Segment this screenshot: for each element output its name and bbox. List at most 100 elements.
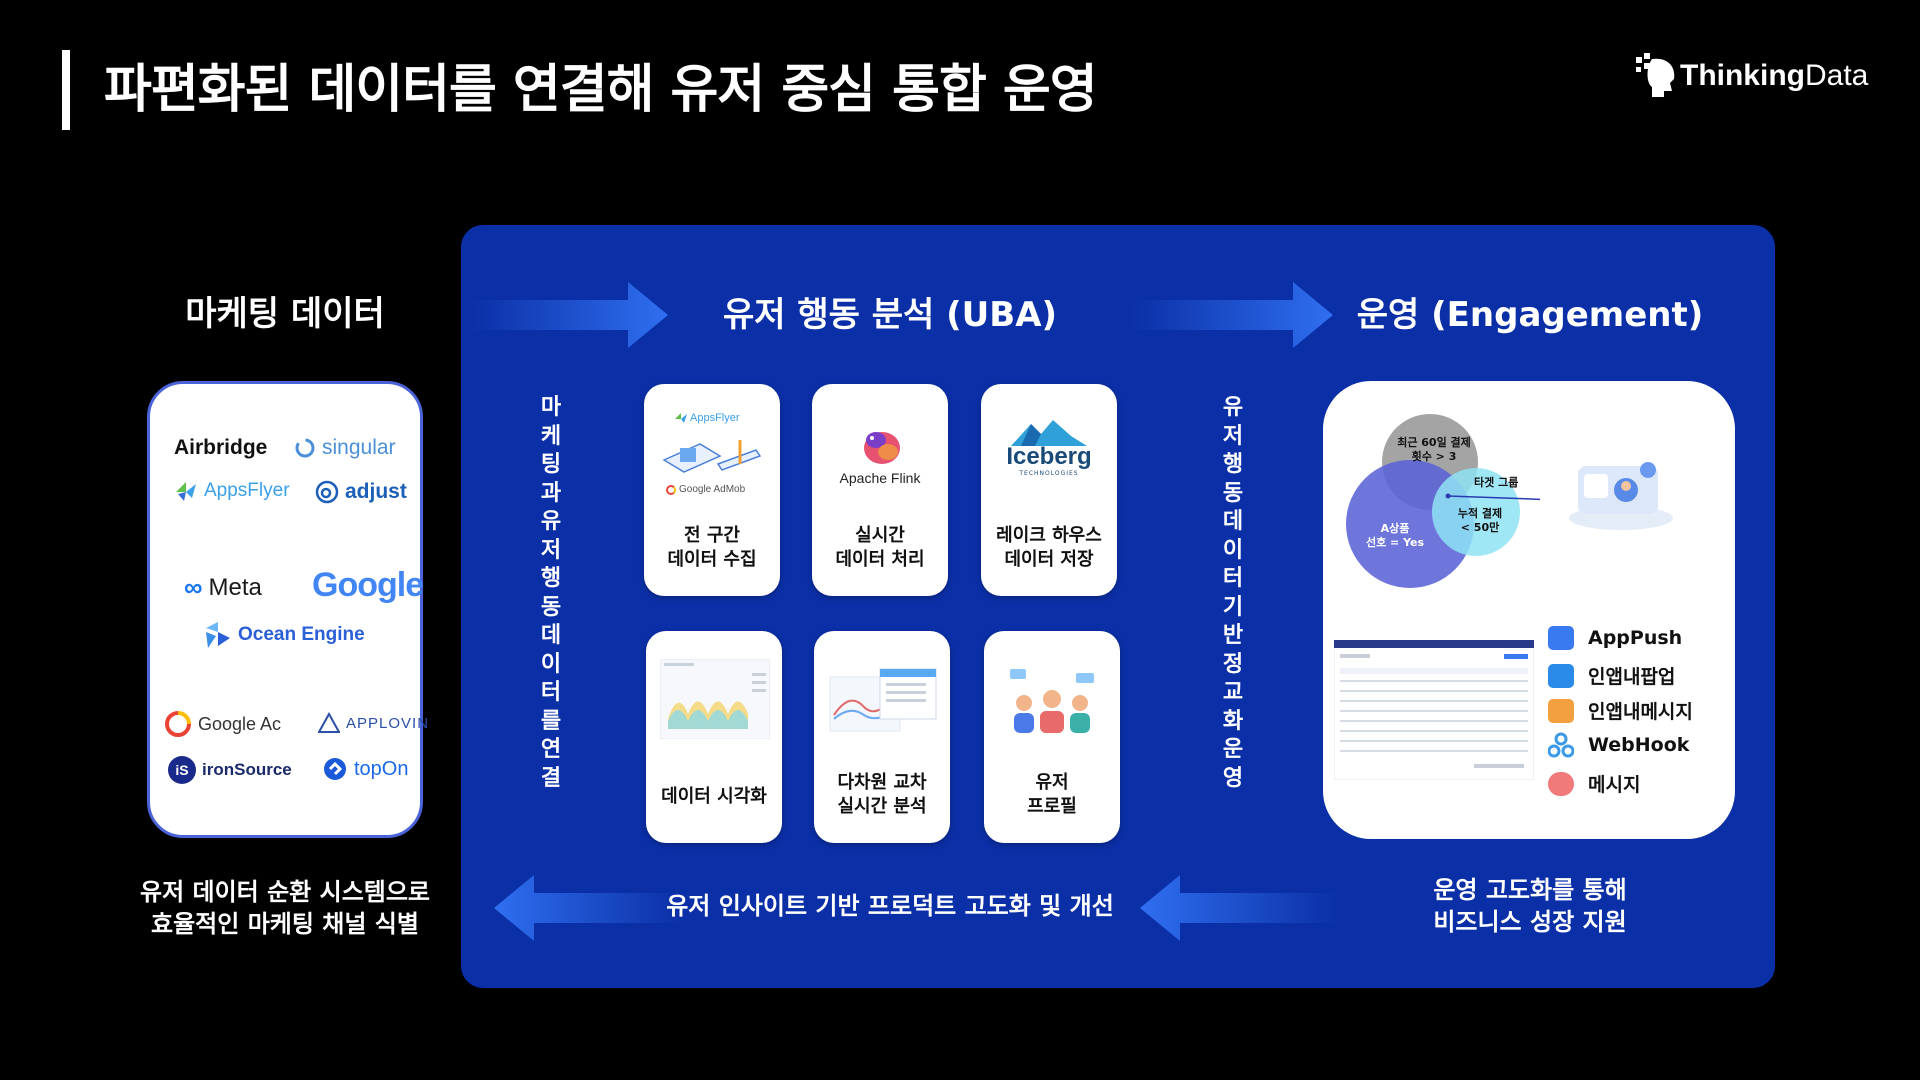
logo-google: Google <box>312 566 424 605</box>
venn-label-c: 누적 결제< 50만 <box>1457 507 1503 534</box>
logo-singular: singular <box>294 436 396 460</box>
logo-topon: topOn <box>322 756 408 782</box>
channel-label: 인앱내팝업 <box>1588 666 1676 688</box>
arrow-right-icon-2 <box>1130 282 1333 348</box>
tile-iceberg-sub: TECHNOLOGIES <box>1019 470 1079 477</box>
arrow-left-icon-1 <box>494 875 682 941</box>
arrow-right-icon-1 <box>470 282 668 348</box>
adjust-icon <box>315 480 339 504</box>
engagement-bottom-line-1: 운영 고도화를 통해 <box>1433 876 1627 904</box>
meta-infinity-icon: ∞ <box>184 572 203 602</box>
chat-bubble-icon <box>1548 771 1574 796</box>
admob-icon <box>666 484 676 495</box>
google-ads-icon <box>165 711 191 737</box>
engagement-bottom-text: 운영 고도화를 통해 비즈니스 성장 지원 <box>1380 874 1680 938</box>
data-collection-illustration <box>662 440 762 473</box>
page-title: 파편화된 데이터를 연결해 유저 중심 통합 운영 <box>104 60 1098 120</box>
singular-icon <box>295 438 315 458</box>
channel-inapp-popup: 인앱내팝업 <box>1548 662 1675 689</box>
logo-ocean-engine: Ocean Engine <box>202 620 365 650</box>
brand-bold: Thinking <box>1680 59 1805 92</box>
marketing-title: 마케팅 데이터 <box>185 294 385 334</box>
uba-bottom-text: 유저 인사이트 기반 프로덕트 고도화 및 개선 <box>666 892 1114 920</box>
marketing-bottom-line-1: 유저 데이터 순환 시스템으로 <box>139 878 431 906</box>
tile-flink-text: Apache Flink <box>839 470 921 486</box>
logo-adjust-text: adjust <box>345 480 407 503</box>
venn-target-label: 타겟 그룹 <box>1474 476 1519 489</box>
analysis-panel-illustration <box>829 668 937 732</box>
engagement-bottom-line-2: 비즈니스 성장 지원 <box>1433 908 1627 936</box>
arrow-left-icon-2 <box>1140 875 1338 941</box>
logo-applovin: APPLOVIN <box>318 712 429 734</box>
appsflyer-small-icon <box>675 413 687 423</box>
topon-icon <box>324 758 346 780</box>
app-push-icon <box>1548 626 1574 650</box>
tile-appsflyer-logo: AppsFlyer <box>674 412 740 424</box>
tile-admob-logo: Google AdMob <box>666 484 745 495</box>
channel-label: WebHook <box>1588 734 1690 756</box>
tile-iceberg-text: Iceberg <box>1006 443 1092 470</box>
venn-diagram <box>1346 414 1540 588</box>
ironsource-icon: iS <box>168 756 196 784</box>
channel-message: 메시지 <box>1548 770 1640 797</box>
uba-title: 유저 행동 분석 (UBA) <box>722 295 1058 335</box>
logo-google-ads-text: Google Ac <box>198 713 282 734</box>
dashboard-chart-illustration <box>660 659 770 739</box>
logo-adjust: adjust <box>315 480 407 504</box>
logo-applovin-text: APPLOVIN <box>346 714 430 732</box>
logo-appsflyer-text: AppsFlyer <box>204 480 290 501</box>
channel-apppush: AppPush <box>1548 626 1682 650</box>
logo-ironsource: iS ironSource <box>168 756 292 784</box>
channel-webhook: WebHook <box>1548 732 1689 758</box>
logo-topon-text: topOn <box>354 757 409 780</box>
appsflyer-icon <box>176 482 196 501</box>
channel-label: AppPush <box>1588 627 1683 649</box>
tile-visualization: 데이터 시각화 <box>646 631 782 843</box>
logo-meta: ∞ Meta <box>184 572 262 603</box>
user-table-screenshot <box>1334 640 1534 780</box>
channel-inapp-message: 인앱내메시지 <box>1548 697 1693 724</box>
logo-ironsource-text: ironSource <box>202 760 292 779</box>
flink-squirrel-icon <box>864 432 900 464</box>
logo-airbridge: Airbridge <box>174 436 268 459</box>
target-users-illustration <box>1569 462 1673 530</box>
logo-singular-text: singular <box>322 436 396 459</box>
mail-envelope-icon <box>1548 698 1574 723</box>
marketing-bottom-line-2: 효율적인 마케팅 채널 식별 <box>151 910 419 938</box>
popup-window-icon <box>1548 663 1574 688</box>
engagement-title: 운영 (Engagement) <box>1356 295 1704 335</box>
channel-label: 메시지 <box>1588 774 1641 796</box>
iceberg-icon <box>1011 420 1087 446</box>
ocean-engine-icon <box>206 622 230 648</box>
tile-admob-text: Google AdMob <box>679 484 746 495</box>
brand-light: Data <box>1804 59 1869 92</box>
marketing-logos-card: Airbridge singular AppsFlyer adjust ∞ Me… <box>147 381 428 838</box>
logo-google-ads: Google Ac <box>164 710 281 738</box>
logo-meta-text: Meta <box>208 573 262 601</box>
title-accent-bar <box>62 50 70 130</box>
brand-logo: ThinkingData <box>1634 50 1868 102</box>
webhook-icon <box>1548 732 1574 758</box>
marketing-bottom-text: 유저 데이터 순환 시스템으로 효율적인 마케팅 채널 식별 <box>110 876 460 940</box>
head-pixel-icon <box>1636 53 1675 97</box>
logo-google-text: Google <box>312 566 424 604</box>
channel-label: 인앱내메시지 <box>1588 701 1693 723</box>
logo-appsflyer: AppsFlyer <box>174 480 290 502</box>
brand-name: ThinkingData <box>1680 56 1868 96</box>
logo-ocean-engine-text: Ocean Engine <box>238 624 365 645</box>
applovin-icon <box>318 712 340 733</box>
user-profile-illustration <box>1010 669 1094 733</box>
